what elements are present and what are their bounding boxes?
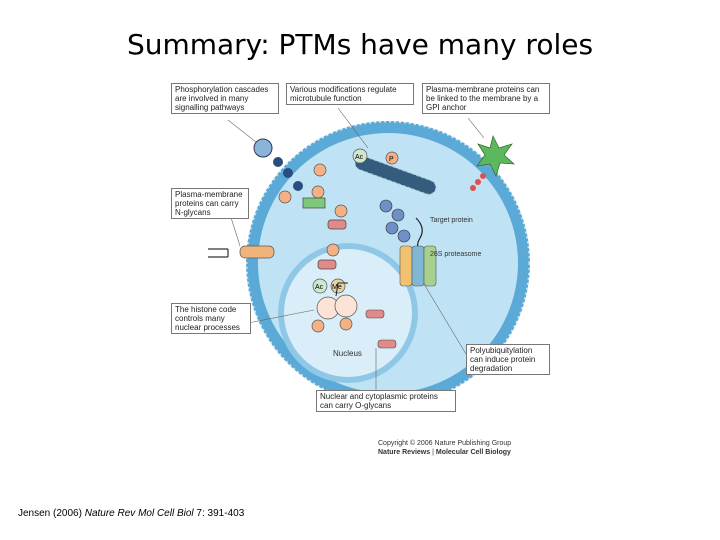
svg-text:P: P	[389, 156, 394, 163]
nucleus-label: Nucleus	[333, 349, 362, 358]
copyright-notice: Copyright © 2006 Nature Publishing Group…	[378, 439, 511, 457]
callout-o-glycans: Nuclear and cytoplasmic proteins can car…	[316, 390, 456, 412]
callout-phosphorylation: Phosphorylation cascades are involved in…	[171, 83, 279, 114]
proteasome-label: 26S proteasome	[430, 251, 481, 258]
callout-polyubiquitylation: Polyubiquitylation can induce protein de…	[466, 344, 550, 375]
o-glycan-protein	[366, 310, 384, 318]
citation-author: Jensen (2006)	[18, 508, 85, 519]
journal-name: Nature Reviews	[378, 449, 430, 456]
journal-section: Molecular Cell Biology	[436, 449, 511, 456]
slide-title: Summary: PTMs have many roles	[0, 28, 720, 61]
citation-ref: 7: 391-403	[194, 508, 245, 519]
copyright-line: Copyright © 2006 Nature Publishing Group	[378, 439, 511, 448]
citation: Jensen (2006) Nature Rev Mol Cell Biol 7…	[18, 508, 244, 519]
callout-gpi-anchor: Plasma-membrane proteins can be linked t…	[422, 83, 550, 114]
callout-microtubule: Various modifications regulate microtubu…	[286, 83, 414, 105]
svg-text:Ac: Ac	[315, 284, 324, 291]
n-glycan-protein	[208, 246, 274, 258]
callout-n-glycans: Plasma-membrane proteins can carry N-gly…	[171, 188, 249, 219]
svg-text:Ac: Ac	[355, 154, 364, 161]
target-protein-label: Target protein	[430, 217, 473, 224]
citation-journal: Nature Rev Mol Cell Biol	[85, 508, 194, 519]
callout-histone-code: The histone code controls many nuclear p…	[171, 303, 251, 334]
ptm-cell-diagram: Nucleus Ac P	[168, 78, 553, 463]
o-glycan-protein	[378, 340, 396, 348]
